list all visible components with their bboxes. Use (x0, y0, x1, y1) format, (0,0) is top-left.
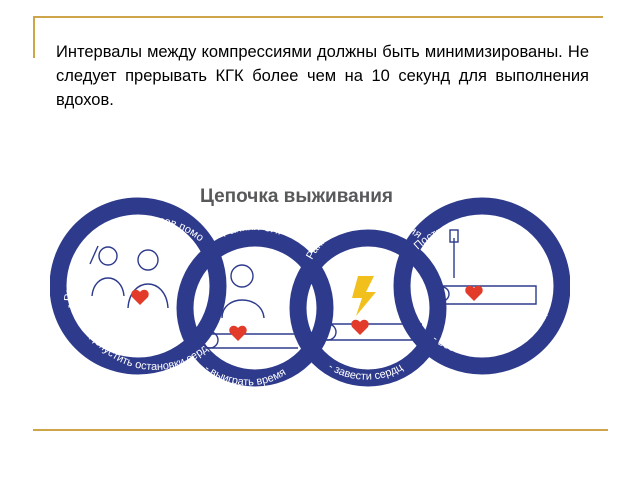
heart-icon-4 (465, 285, 483, 301)
ring-2 (176, 229, 334, 387)
ring-4 (393, 197, 570, 375)
heart-icon-3 (351, 319, 369, 335)
top-rule (33, 16, 603, 18)
cpr-rescuer-illustration (201, 264, 298, 349)
top-left-rule (33, 16, 35, 58)
heart-icon-2 (229, 325, 247, 341)
diagram-title: Цепочка выживания (200, 186, 393, 207)
phone-caller-illustration (89, 245, 169, 309)
chain-of-survival-diagram: Цепочка выживания - Ранняя распознание и… (50, 168, 570, 398)
defibrillation-patient-illustration (319, 323, 422, 341)
heart-icon-1 (131, 289, 149, 305)
ring-1 (50, 197, 227, 375)
body-paragraph: Интервалы между компрессиями должны быть… (56, 43, 589, 109)
ring-3 (289, 229, 447, 387)
post-care-illustration (433, 229, 537, 305)
chain-of-survival-svg: Цепочка выживания - Ранняя распознание и… (50, 168, 570, 388)
bottom-rule (33, 429, 608, 431)
lightning-bolt-icon (352, 276, 376, 316)
